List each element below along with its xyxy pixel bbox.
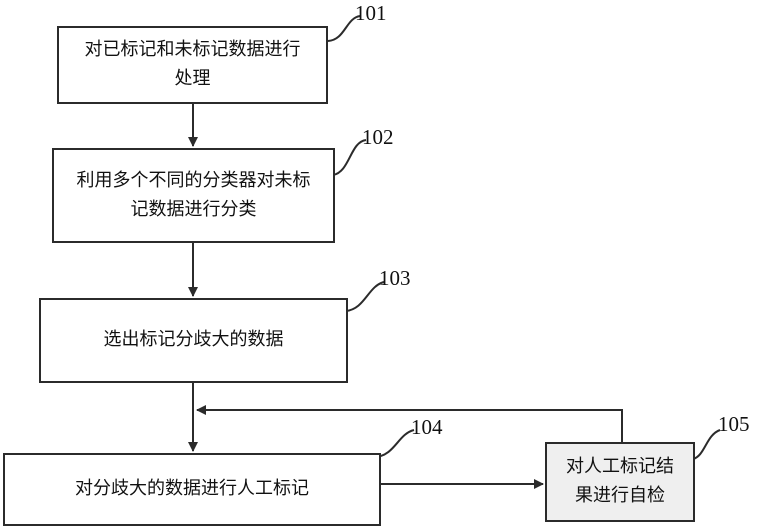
step-101-box: 对已标记和未标记数据进行 处理 [57,26,328,104]
step-105-text: 对人工标记结 果进行自检 [566,453,674,511]
step-101-text: 对已标记和未标记数据进行 处理 [85,36,301,94]
step-102-text: 利用多个不同的分类器对未标 记数据进行分类 [77,167,311,225]
step-102-box: 利用多个不同的分类器对未标 记数据进行分类 [52,148,335,243]
step-103-text: 选出标记分歧大的数据 [104,326,284,355]
ref-label-101: 101 [355,1,387,26]
ref-label-104: 104 [411,415,443,440]
step-104-text: 对分歧大的数据进行人工标记 [75,475,309,504]
feedback-arrow-105-to-104 [197,410,622,442]
step-103-box: 选出标记分歧大的数据 [39,298,348,383]
step-105-box: 对人工标记结 果进行自检 [545,442,695,522]
ref-label-103: 103 [379,266,411,291]
leader-104 [376,430,414,457]
leader-105 [693,430,720,459]
step-104-box: 对分歧大的数据进行人工标记 [3,453,381,526]
ref-label-102: 102 [362,125,394,150]
ref-label-105: 105 [718,412,750,437]
